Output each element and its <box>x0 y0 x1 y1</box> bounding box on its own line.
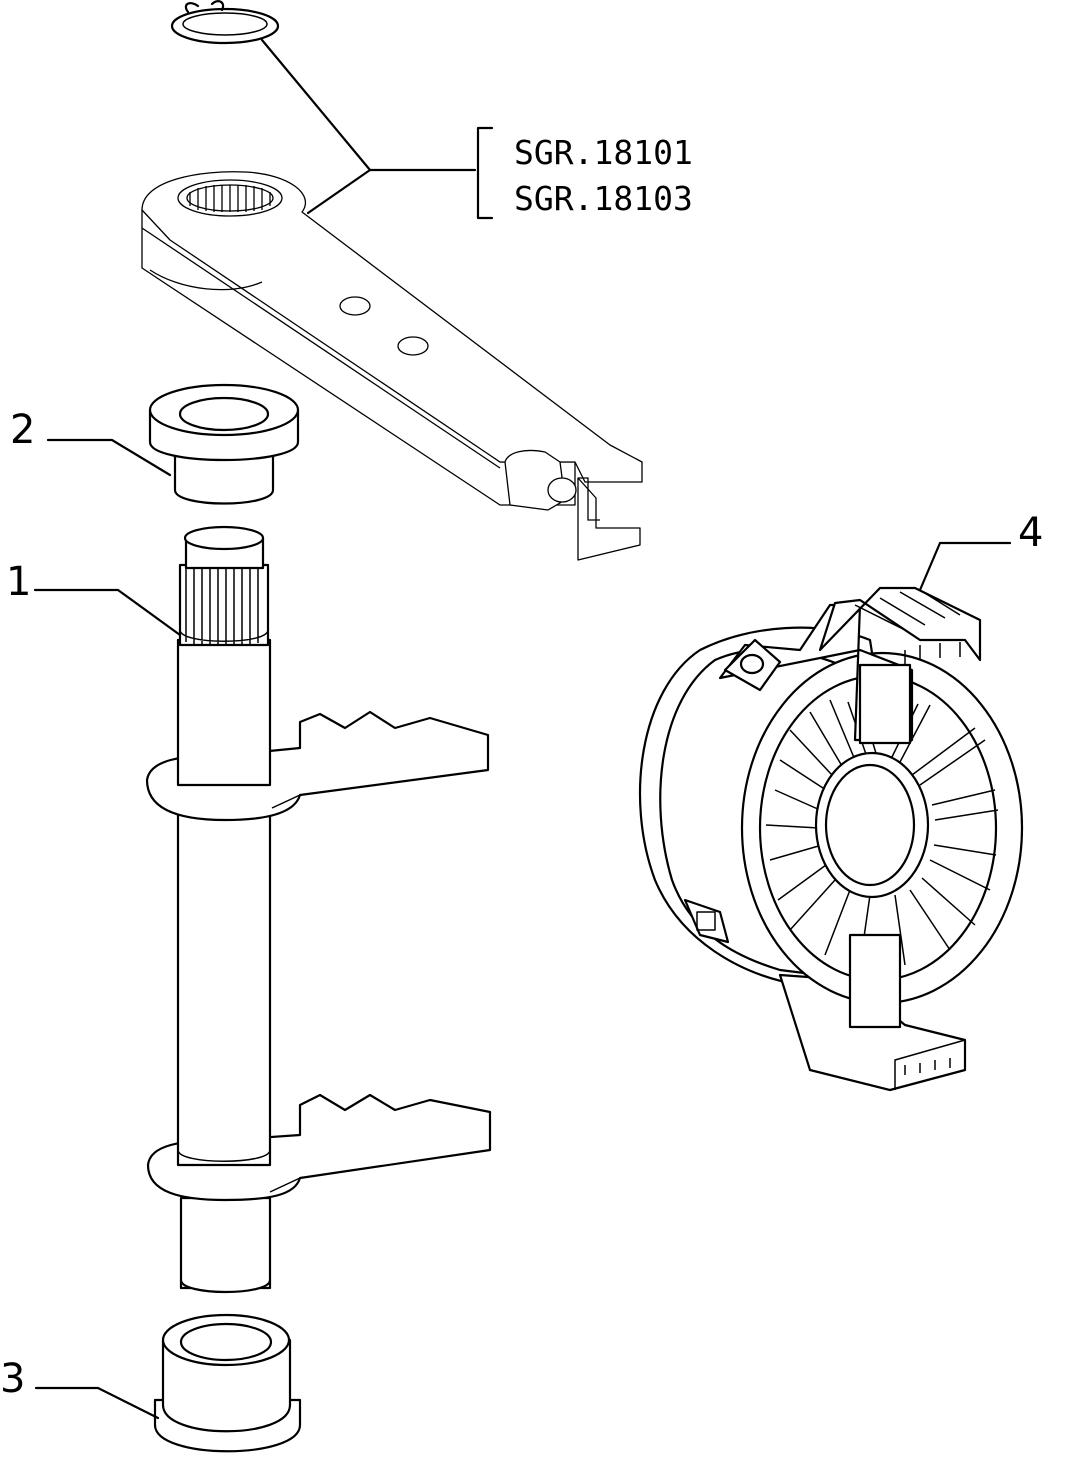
selector-lever <box>141 171 643 561</box>
selector-drum <box>638 586 1024 1092</box>
selector-shaft <box>145 525 492 1294</box>
circlip <box>170 0 280 45</box>
callout-4: 4 <box>1018 510 1043 556</box>
leader-lines <box>33 38 1012 1420</box>
reference-code-2: SGR.18103 <box>514 179 693 218</box>
callout-1: 1 <box>6 559 31 605</box>
reference-code-1: SGR.18101 <box>514 133 693 172</box>
callout-2: 2 <box>10 407 35 453</box>
bush-3 <box>153 1313 302 1453</box>
reference-codes: SGR.18101 SGR.18103 <box>514 133 693 218</box>
bush-2 <box>148 383 300 505</box>
callout-3: 3 <box>0 1356 25 1402</box>
